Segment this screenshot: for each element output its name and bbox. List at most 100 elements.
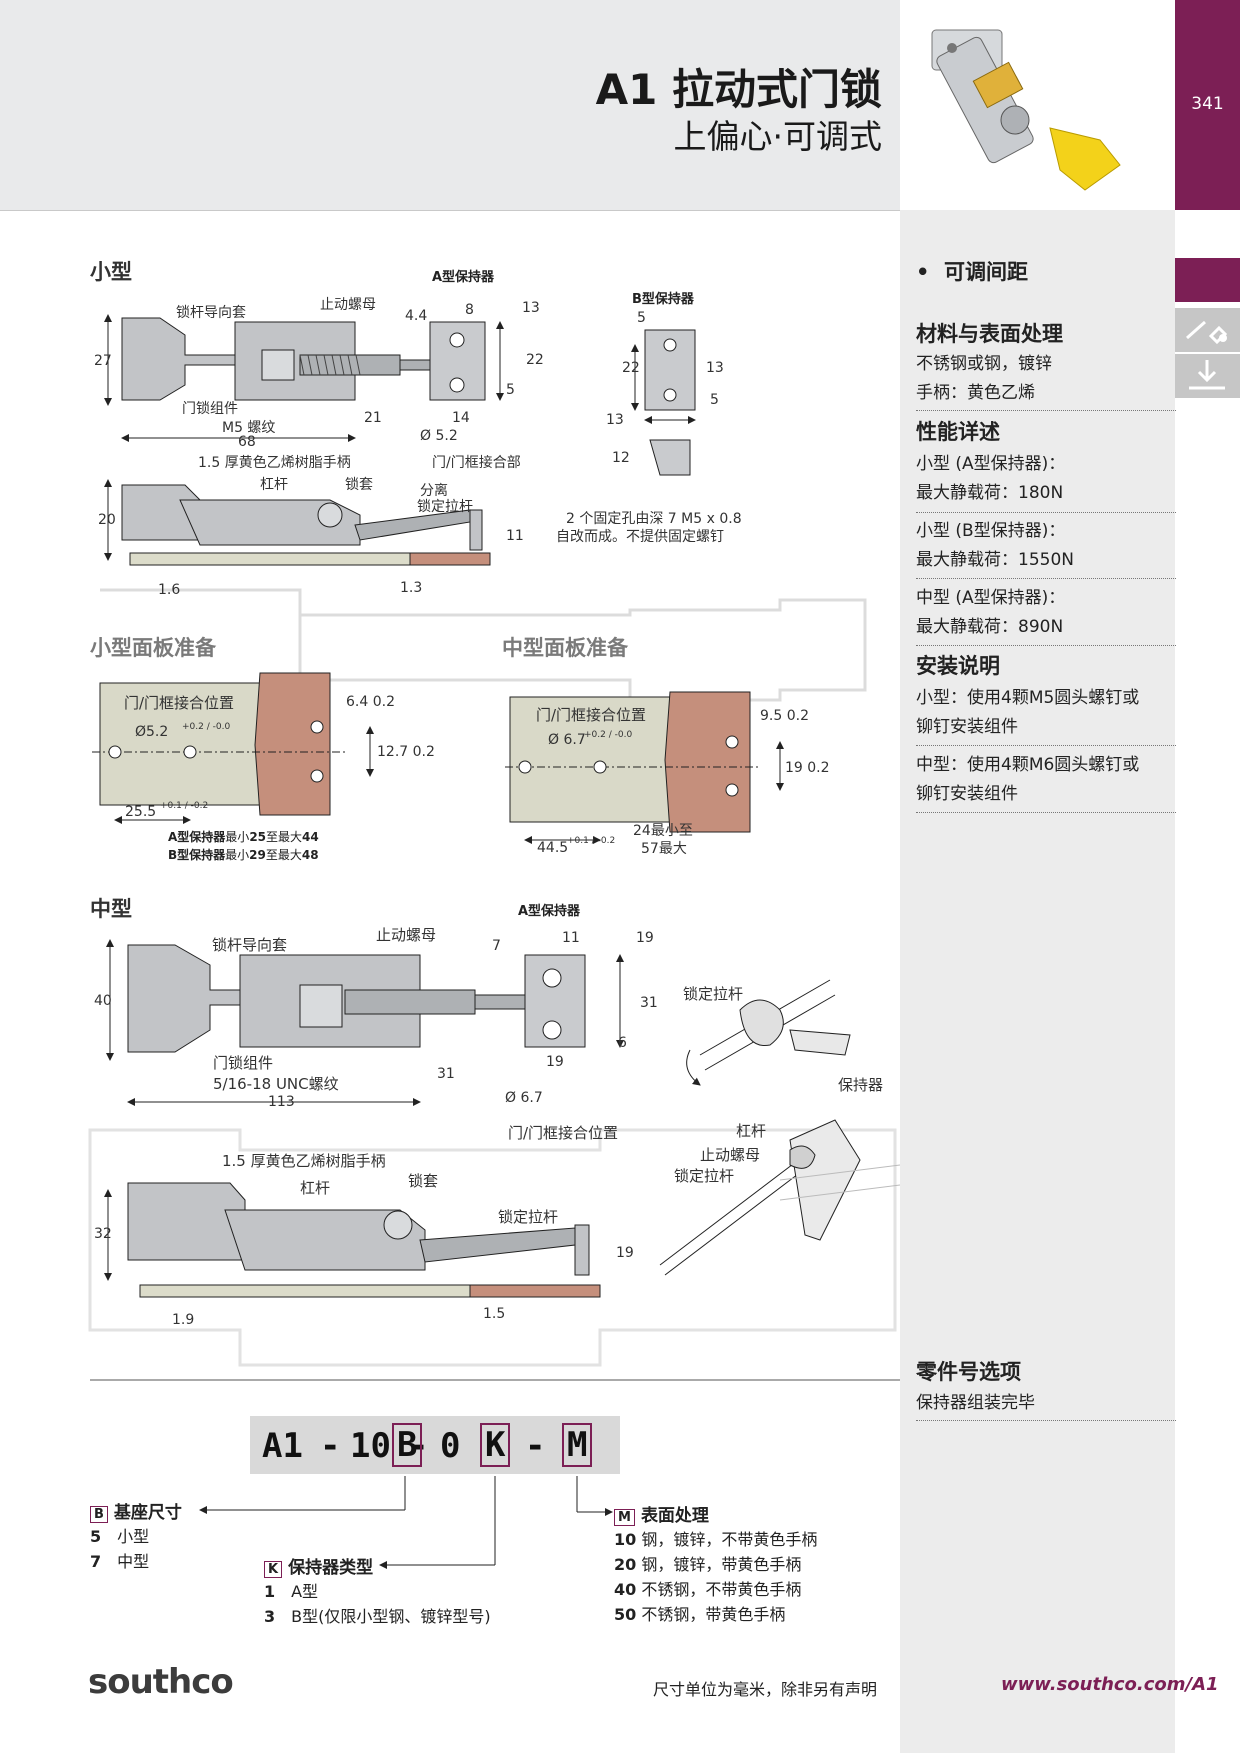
callout-thread: M5 螺纹	[222, 420, 276, 436]
installation-item: 小型：使用4颗M5圆头螺钉或铆钉安装组件	[916, 688, 1140, 737]
dim-range-2: 57最大	[641, 841, 687, 857]
dim-12-7: 12.7 0.2	[377, 744, 435, 760]
page-title: A1 拉动式门锁	[595, 65, 882, 114]
divider	[916, 1420, 1176, 1421]
callout-assembly: 门锁组件	[213, 1054, 274, 1072]
callout-pull-rod: 锁定拉杆	[417, 499, 473, 515]
callout-nut: 止动螺母	[376, 926, 437, 944]
dim-11: 11	[506, 528, 524, 544]
medium-latch-top-view	[106, 939, 624, 1106]
dim-6: 6	[618, 1035, 627, 1051]
installation-heading: 安装说明	[916, 654, 1000, 678]
dim-19: 19	[636, 930, 654, 946]
panel-hole-tol: +0.2 / -0.0	[584, 730, 633, 740]
medium-panel-prep-drawing	[505, 691, 784, 844]
dim-7: 7	[492, 938, 501, 954]
dim-44-5: 44.5	[537, 840, 569, 856]
retainer-a-label: A型保持器	[518, 904, 581, 919]
dim-44-5-tol: +0.1 / -0.2	[567, 836, 616, 846]
section-medium: 中型	[90, 897, 132, 921]
finish-option: 50 不锈钢，带黄色手柄	[614, 1605, 786, 1624]
base-size-option: 7 中型	[90, 1552, 150, 1571]
medium-latch-side-view	[104, 1182, 601, 1298]
install-tab-icon[interactable]	[1175, 354, 1240, 398]
performance-item: 小型 (B型保持器)：最大静载荷：1550N	[916, 521, 1074, 570]
retainer-b-range: B型保持器最小29至最大48	[168, 848, 319, 862]
finish-option: 10 钢，镀锌，不带黄色手柄	[614, 1530, 818, 1549]
callout-housing: 锁套	[345, 477, 373, 493]
dim-9-5: 9.5 0.2	[760, 708, 809, 724]
retainer-type-option: 1 A型	[264, 1582, 319, 1601]
website-link[interactable]: www.southco.com/A1	[1001, 1674, 1219, 1695]
divider	[916, 578, 1176, 579]
dim-25-5-tol: +0.1 / -0.2	[160, 801, 209, 811]
callout-lever: 杠杆	[300, 1179, 331, 1197]
pn-part-base[interactable]: B	[392, 1423, 423, 1467]
dim-1-9: 1.9	[172, 1312, 195, 1328]
retainer-a-range: A型保持器最小25至最大44	[168, 830, 319, 844]
performance-item: 小型 (A型保持器)：最大静载荷：180N	[916, 454, 1066, 503]
divider	[916, 410, 1176, 411]
dim-22: 22	[526, 352, 544, 368]
part-options-heading: 零件号选项	[916, 1360, 1021, 1384]
callout-guide: 锁杆导向套	[212, 936, 288, 954]
pn-part: 0	[440, 1426, 461, 1466]
retainer-b-drawing	[631, 329, 696, 476]
iso-nut: 止动螺母	[700, 1146, 761, 1164]
panel-hole: Ø 6.7	[548, 732, 586, 748]
installation-item: 中型：使用4颗M6圆头螺钉或铆钉安装组件	[916, 755, 1140, 804]
dim-1-5: 1.5	[483, 1306, 506, 1322]
category-tab[interactable]	[1175, 258, 1240, 302]
dim-range-1: 24最小至	[633, 823, 693, 839]
dim-19: 19 0.2	[785, 760, 830, 776]
dim-8: 8	[465, 302, 474, 318]
wrench-icon	[1186, 320, 1228, 345]
divider	[916, 645, 1176, 646]
divider	[916, 512, 1176, 513]
dim-b-13: 13	[706, 360, 724, 376]
dim-1-6: 1.6	[158, 582, 181, 598]
header-band	[0, 0, 900, 211]
note-line: 2 个固定孔由深 7 M5 x 0.8	[566, 511, 742, 527]
pn-part: -	[408, 1426, 429, 1466]
performance-heading: 性能详述	[916, 420, 1000, 444]
part-options-line: 保持器组装完毕	[916, 1393, 1035, 1413]
tool-tab-icon[interactable]	[1175, 308, 1240, 352]
dim-113: 113	[268, 1094, 295, 1110]
iso-rod: 锁定拉杆	[674, 1167, 735, 1185]
pn-part: -	[320, 1426, 341, 1466]
retainer-a-label: A型保持器	[432, 270, 495, 285]
materials-line: 手柄：黄色乙烯	[916, 383, 1035, 403]
pn-part-retainer[interactable]: K	[480, 1423, 511, 1467]
page-number: 341	[1191, 94, 1224, 114]
small-latch-side-view	[104, 479, 491, 566]
dim-5: 5	[506, 382, 515, 398]
callout-hole: Ø 6.7	[505, 1090, 543, 1106]
finish-option: 40 不锈钢，不带黄色手柄	[614, 1580, 802, 1599]
feature-bullet: • 可调间距	[916, 260, 1029, 284]
arrow-down-icon	[1189, 360, 1225, 390]
callout-lever: 杠杆	[260, 477, 288, 493]
dim-11: 11	[562, 930, 580, 946]
isometric-sketches	[659, 979, 900, 1276]
dim-19c: 19	[616, 1245, 634, 1261]
part-number-display: A1 - 10 - B 0 K - M	[250, 1416, 620, 1474]
pn-part-finish[interactable]: M	[562, 1423, 593, 1467]
dim-68: 68	[238, 434, 256, 450]
callout-handle: 1.5 厚黄色乙烯树脂手柄	[222, 1152, 386, 1170]
pn-part: 10	[350, 1426, 391, 1466]
sidebar	[900, 210, 1175, 1753]
page-subtitle: 上偏心·可调式	[673, 117, 883, 156]
dim-21: 21	[364, 410, 382, 426]
dim-27: 27	[94, 353, 112, 369]
dim-13: 13	[522, 300, 540, 316]
technical-drawings	[88, 314, 900, 1569]
dim-20: 20	[98, 512, 116, 528]
southco-logo: southco	[88, 1662, 234, 1702]
retainer-type-option: 3 B型(仅限小型钢、镀锌型号)	[264, 1607, 491, 1626]
callout-junction: 门/门框接合位置	[508, 1124, 619, 1142]
callout-junction: 门/门框接合部	[432, 455, 521, 471]
